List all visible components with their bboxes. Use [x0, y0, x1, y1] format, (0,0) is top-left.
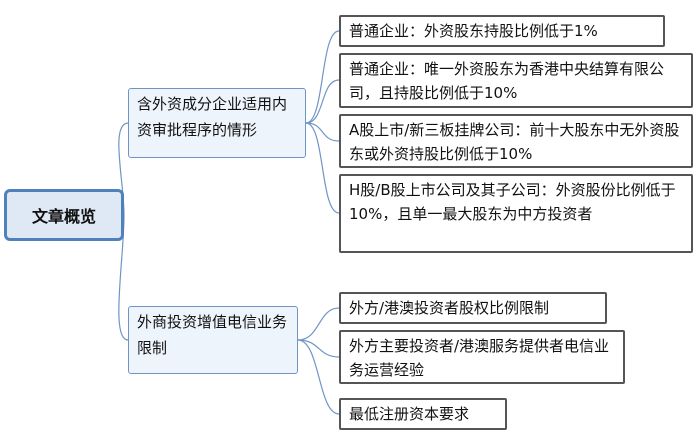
root-label: 文章概览: [31, 207, 96, 226]
root-node: 文章概览: [4, 189, 124, 241]
connector-branch1-leaf5: [297, 339, 340, 358]
connector-branch0-leaf2: [305, 122, 340, 142]
leaf-label: 普通企业：外资股东持股比例低于1%: [349, 22, 598, 40]
leaf-node: 普通企业：唯一外资股东为香港中央结算有限公司，且持股比例低于10%: [339, 53, 693, 108]
connector-branch0-leaf1: [305, 79, 340, 124]
leaf-node: A股上市/新三板挂牌公司：前十大股东中无外资股东或外资持股比例低于10%: [339, 114, 693, 168]
leaf-node: 外方/港澳投资者股权比例限制: [339, 292, 607, 324]
branch-node-telecom-restrictions: 外商投资增值电信业务限制: [128, 306, 298, 374]
branch-label: 含外资成分企业适用内资审批程序的情形: [137, 95, 288, 139]
leaf-label: H股/B股上市公司及其子公司：外资股份比例低于10%，且单一最大股东为中方投资者: [349, 181, 676, 223]
leaf-label: 外方主要投资者/港澳服务提供者电信业务运营经验: [349, 337, 610, 379]
leaf-label: 最低注册资本要求: [349, 405, 470, 423]
connector-branch1-leaf6: [297, 339, 340, 415]
leaf-label: A股上市/新三板挂牌公司：前十大股东中无外资股东或外资持股比例低于10%: [349, 121, 680, 163]
connector-branch0-leaf3: [305, 122, 340, 214]
leaf-label: 普通企业：唯一外资股东为香港中央结算有限公司，且持股比例低于10%: [349, 60, 665, 102]
leaf-node: 普通企业：外资股东持股比例低于1%: [339, 15, 665, 47]
connector-branch0-leaf0: [305, 30, 340, 124]
connector-branch1-leaf4: [297, 307, 340, 341]
leaf-node: 外方主要投资者/港澳服务提供者电信业务运营经验: [339, 330, 625, 384]
leaf-label: 外方/港澳投资者股权比例限制: [349, 299, 550, 317]
leaf-node: 最低注册资本要求: [339, 398, 507, 430]
branch-label: 外商投资增值电信业务限制: [137, 313, 288, 357]
branch-node-inner-approval: 含外资成分企业适用内资审批程序的情形: [128, 88, 306, 158]
leaf-node: H股/B股上市公司及其子公司：外资股份比例低于10%，且单一最大股东为中方投资者: [339, 174, 693, 253]
